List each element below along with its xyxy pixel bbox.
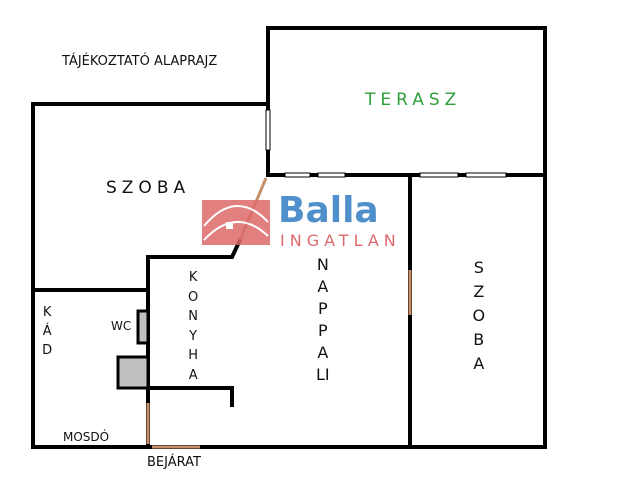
watermark-sub: INGATLAN — [280, 231, 401, 250]
window-terrace-4 — [465, 172, 507, 178]
room-kitchen: KONYHA — [188, 270, 199, 383]
window-terrace-3 — [419, 172, 459, 178]
logo-icon — [202, 200, 270, 245]
room-terrace: TERASZ — [365, 90, 462, 110]
room-entrance: BEJÁRAT — [147, 455, 201, 470]
sink-fixture — [116, 355, 150, 390]
window-terrace-1 — [284, 172, 311, 178]
plan-title: TÁJÉKOZTATÓ ALAPRAJZ — [62, 54, 218, 69]
diagonal-wall — [146, 237, 243, 449]
terrace-outline — [266, 26, 547, 177]
room-living: NAPPALI — [315, 255, 330, 384]
room-wc: WC — [111, 319, 132, 333]
kitchen-counter — [146, 386, 234, 407]
window-terrace-2 — [317, 172, 346, 178]
room-washbasin: MOSDÓ — [63, 430, 110, 444]
wc-fixture — [136, 309, 150, 345]
left-outer-wall — [31, 102, 547, 449]
room-bedroom-left: SZOBA — [106, 178, 191, 198]
watermark-brand: Balla — [278, 190, 379, 231]
room-bedroom-right: SZOBA — [472, 258, 486, 373]
room-bath-tub: KÁD — [42, 305, 53, 358]
window-terrace-side — [265, 109, 271, 151]
